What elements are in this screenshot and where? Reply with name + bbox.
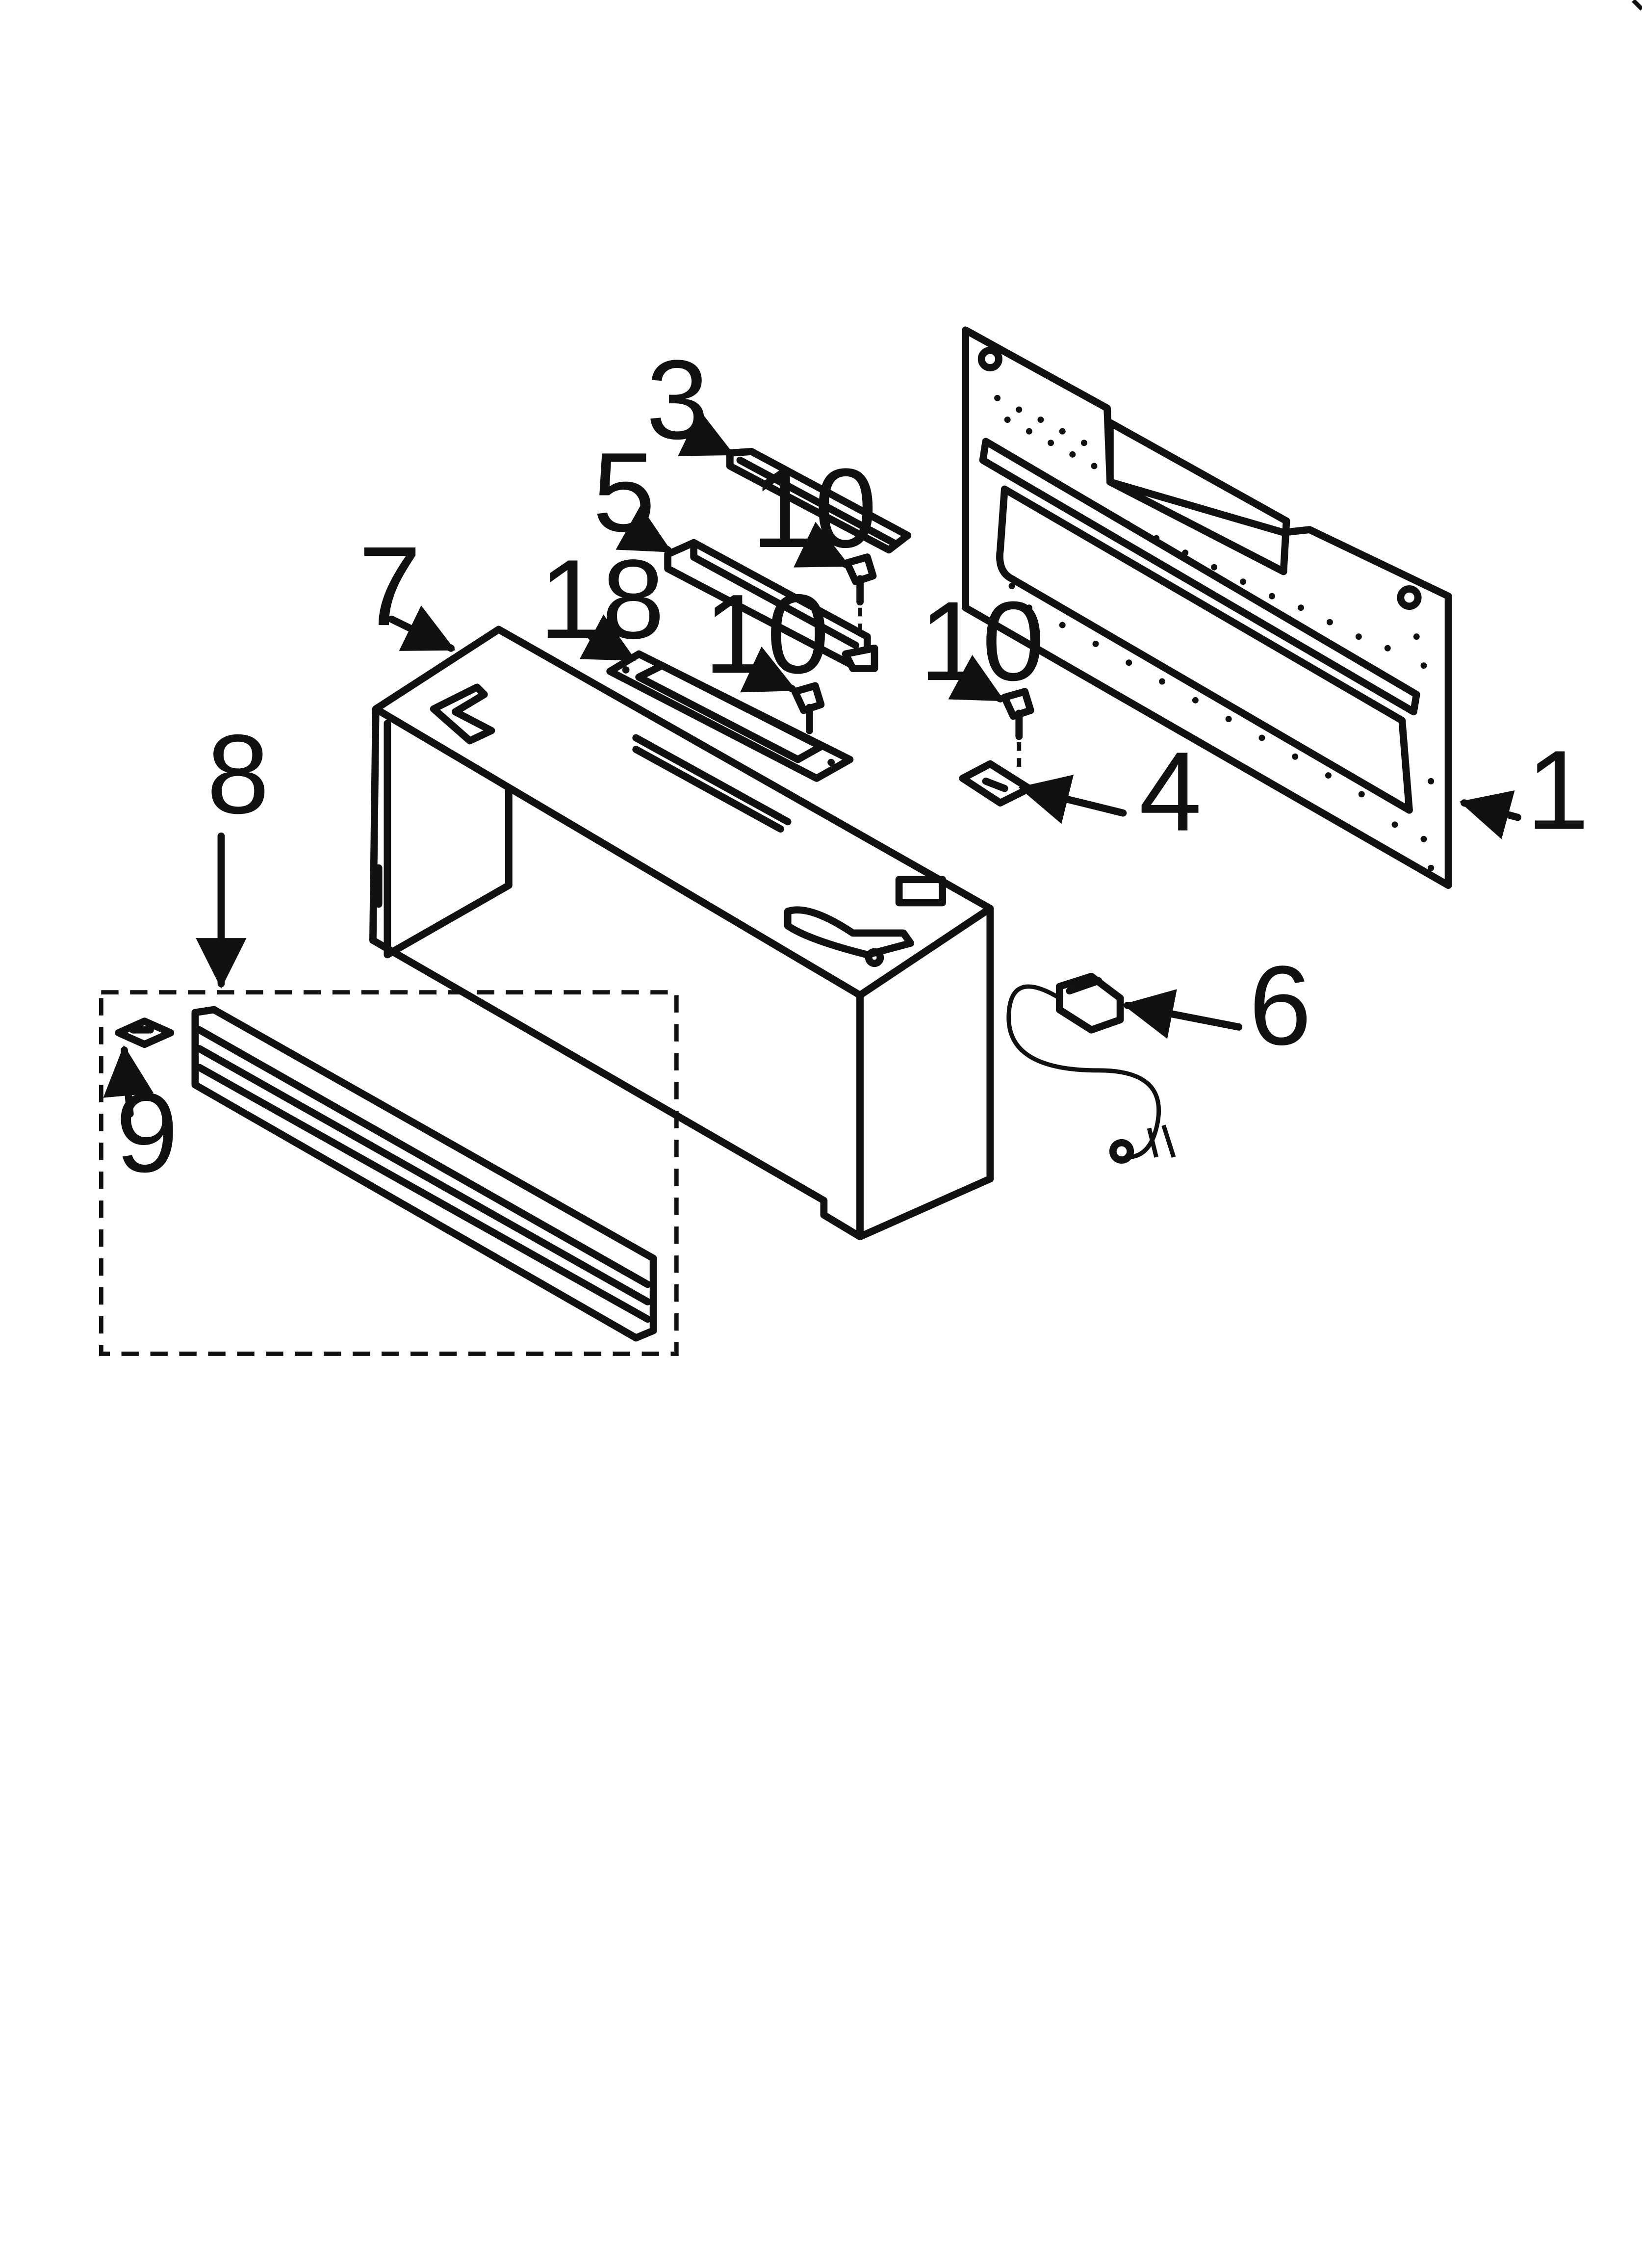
callout-6: 6 xyxy=(1249,942,1311,1069)
part-8-kit-box xyxy=(99,990,679,1356)
callout-4: 4 xyxy=(1139,729,1202,855)
callout-10-b: 10 xyxy=(704,571,829,697)
part-5-channel-bracket xyxy=(664,539,878,672)
leader-lines xyxy=(103,410,1521,1118)
part-9-tab xyxy=(115,1017,175,1048)
part-4-clip xyxy=(959,760,1033,807)
part-1-mounting-plate xyxy=(962,326,1452,889)
part-10-screw-c xyxy=(1001,688,1034,767)
part-10-screw-b xyxy=(791,682,825,734)
callout-18: 18 xyxy=(539,536,665,662)
callout-10-c: 10 xyxy=(919,578,1045,704)
callout-5: 5 xyxy=(592,429,655,555)
callout-7: 7 xyxy=(359,523,421,649)
callout-8: 8 xyxy=(206,711,269,837)
part-7-cabinet xyxy=(369,626,994,1241)
callout-3: 3 xyxy=(646,337,709,463)
part-6-wire-harness xyxy=(1006,972,1176,1164)
callout-9: 9 xyxy=(116,1069,179,1196)
part-10-screw-a xyxy=(843,553,877,637)
part-3-top-bracket xyxy=(726,448,912,554)
part-8-grille xyxy=(191,1006,657,1342)
callout-10-a: 10 xyxy=(752,445,877,571)
callout-1: 1 xyxy=(1526,727,1589,853)
corner-mark xyxy=(1632,0,1642,11)
